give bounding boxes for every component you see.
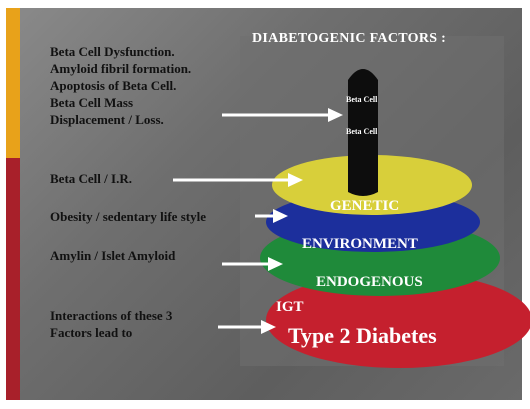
- arrow-beta-cell-ir: [173, 173, 303, 187]
- beta-cell-pillar: [348, 69, 378, 196]
- endogenous-label: ENDOGENOUS: [316, 274, 423, 290]
- arrow-interactions: [218, 320, 276, 334]
- genetic-label: GENETIC: [330, 198, 400, 214]
- pillar-label-bottom: Beta Cell: [346, 127, 378, 136]
- accent-bar-red: [6, 158, 20, 400]
- arrow-beta-cell: [222, 108, 343, 122]
- accent-bar-orange: [6, 8, 20, 158]
- factor-displacement-loss: Displacement / Loss.: [50, 112, 164, 127]
- factor-obesity: Obesity / sedentary life style: [50, 209, 206, 224]
- type-2-diabetes-label: Type 2 Diabetes: [288, 323, 437, 348]
- red-disc: [266, 272, 530, 368]
- factor-interactions-line2: Factors lead to: [50, 325, 133, 340]
- environment-label: ENVIRONMENT: [302, 236, 418, 252]
- factor-beta-cell-ir: Beta Cell / I.R.: [50, 171, 132, 186]
- igt-label: IGT: [276, 299, 304, 315]
- factor-amylin: Amylin / Islet Amyloid: [50, 248, 176, 263]
- slide-title: DIABETOGENIC FACTORS :: [252, 31, 447, 46]
- factor-beta-cell-mass: Beta Cell Mass: [50, 95, 134, 110]
- arrow-obesity: [255, 209, 288, 223]
- factor-beta-cell-dysfunction: Beta Cell Dysfunction.: [50, 44, 175, 59]
- factor-apoptosis: Apoptosis of Beta Cell.: [50, 78, 177, 93]
- factor-amyloid-fibril: Amyloid fibril formation.: [50, 61, 192, 76]
- factor-interactions-line1: Interactions of these 3: [50, 308, 173, 323]
- arrow-amylin: [222, 257, 283, 271]
- pillar-label-top: Beta Cell: [346, 95, 378, 104]
